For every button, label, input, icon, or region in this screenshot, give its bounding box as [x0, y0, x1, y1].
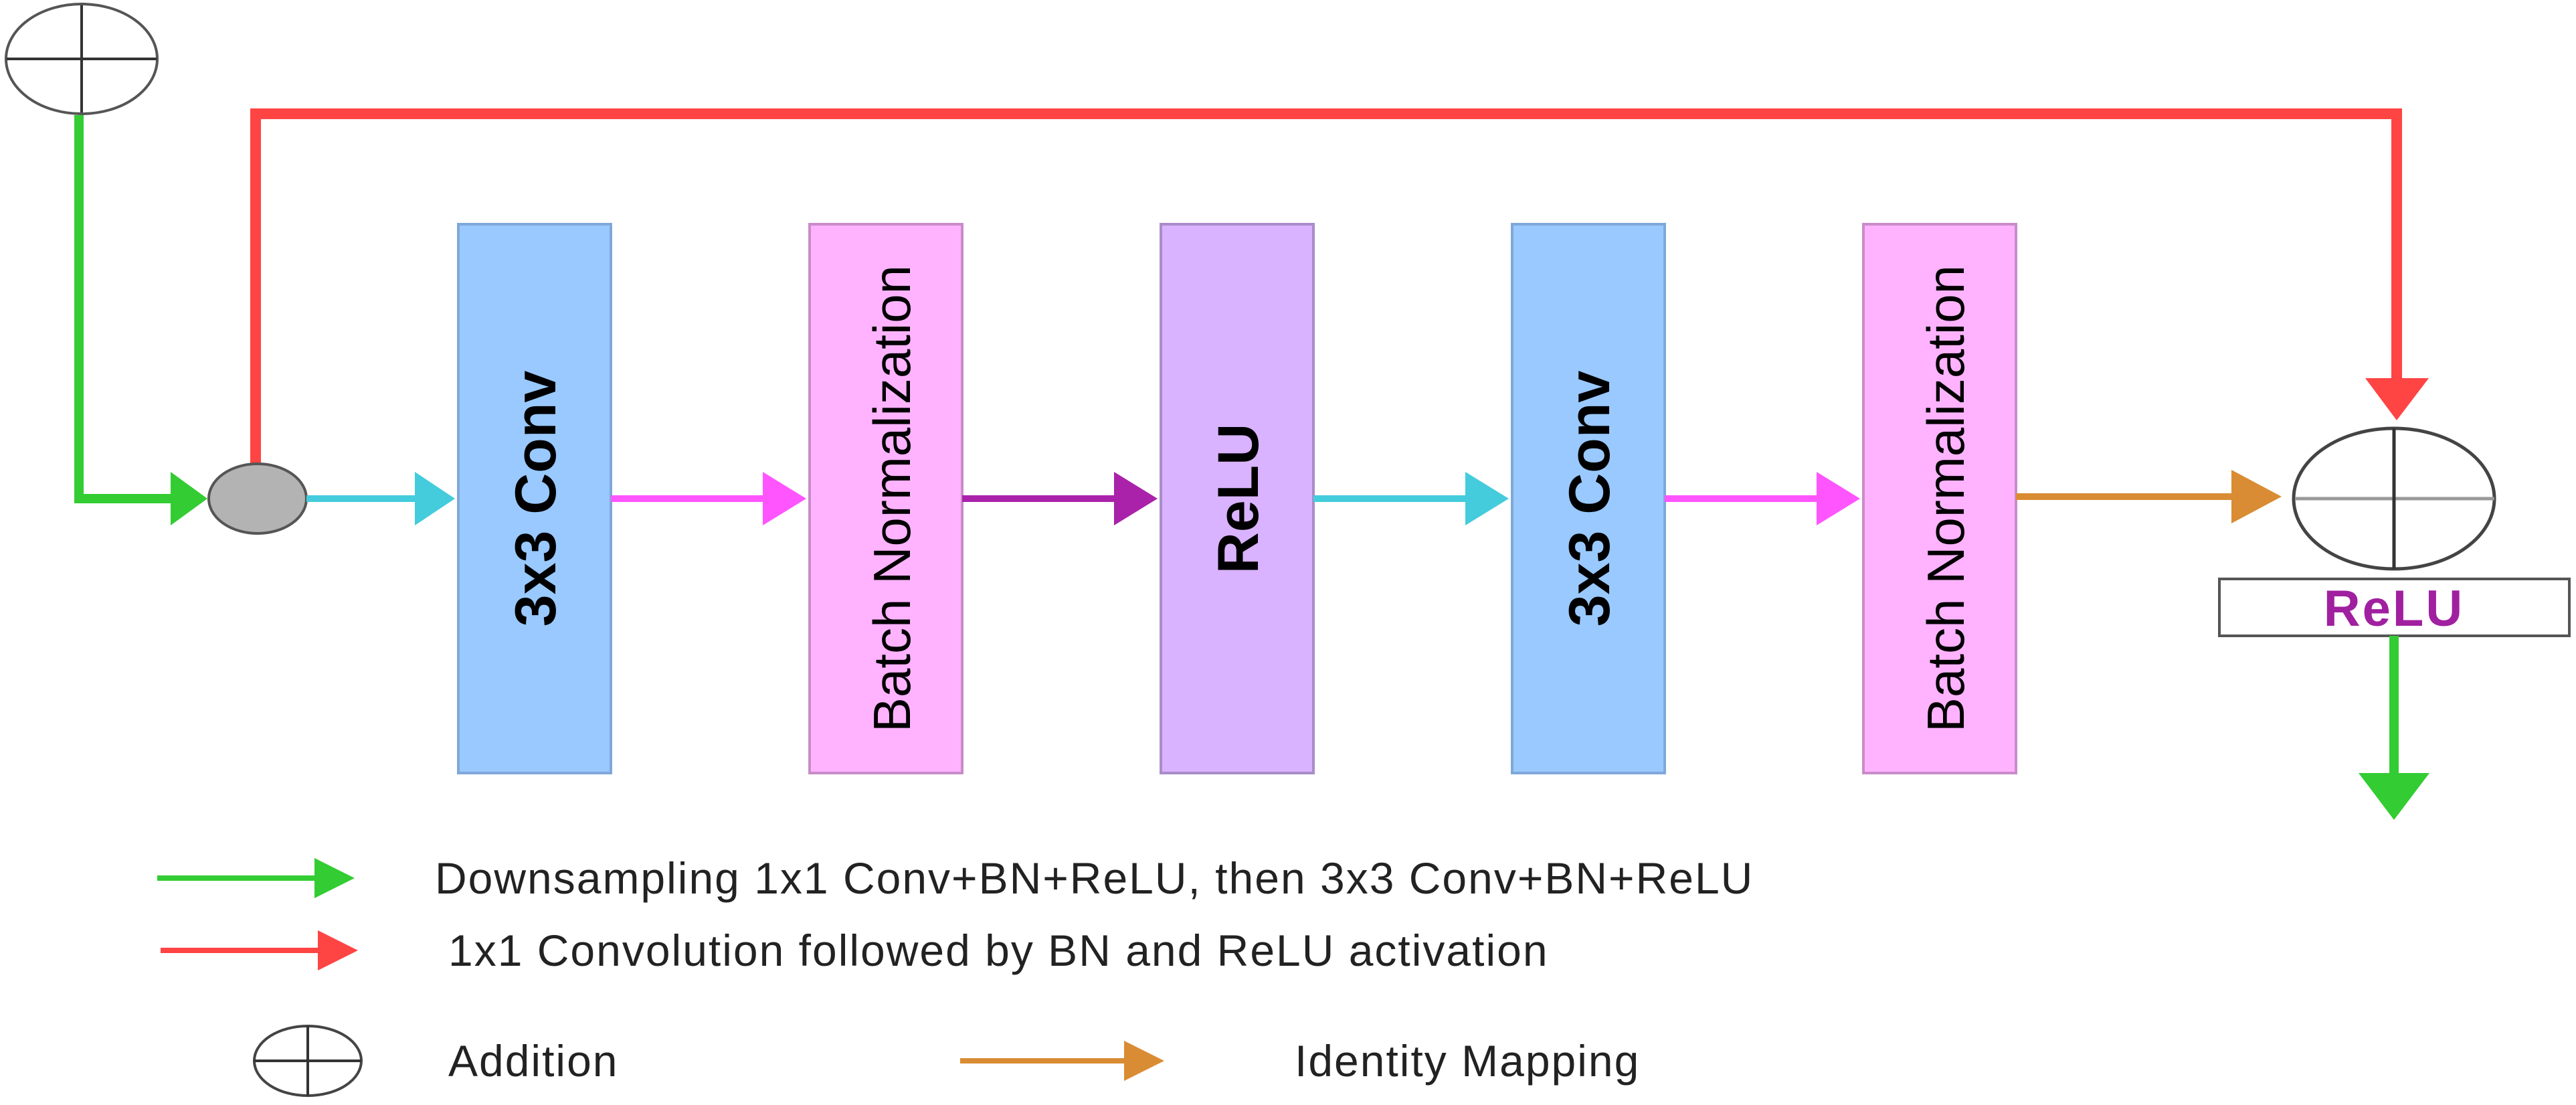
block-label: 3x3 Conv — [504, 371, 568, 627]
block-label: Batch Normalization — [1916, 265, 1975, 732]
cyan-arrow-2 — [1313, 472, 1509, 525]
output-relu-label: ReLU — [2324, 580, 2464, 637]
input-addition-node — [5, 3, 159, 115]
sum-addition-node — [2292, 426, 2496, 571]
orange-arrow — [2016, 470, 2282, 523]
block-label: Batch Normalization — [862, 265, 921, 732]
output-relu-box: ReLU — [2218, 578, 2571, 637]
block-label: 3x3 Conv — [1558, 371, 1622, 627]
gray-circle-icon — [207, 462, 308, 535]
legend-addition-symbol — [253, 1025, 363, 1097]
magenta-arrow-2 — [1665, 472, 1860, 525]
legend-green-label: Downsampling 1x1 Conv+BN+ReLU, then 3x3 … — [435, 853, 1754, 903]
legend-addition-label: Addition — [448, 1036, 619, 1086]
block-bn-2: Batch Normalization — [1862, 223, 2017, 774]
legend-red-arrow — [161, 930, 358, 970]
legend: Downsampling 1x1 Conv+BN+ReLU, then 3x3 … — [157, 853, 1754, 1097]
block-bn-1: Batch Normalization — [808, 223, 963, 774]
block-label: ReLU — [1206, 424, 1271, 574]
legend-orange-arrow — [960, 1041, 1164, 1081]
green-input-arrow — [74, 115, 207, 525]
magenta-arrow-1 — [611, 472, 806, 525]
green-output-arrow — [2359, 636, 2429, 820]
legend-identity-label: Identity Mapping — [1295, 1036, 1640, 1086]
cyan-arrow-1 — [306, 472, 455, 525]
block-conv-1: 3x3 Conv — [457, 223, 612, 774]
purple-arrow — [962, 472, 1158, 525]
red-skip-arrow — [250, 108, 2429, 469]
legend-green-arrow — [157, 858, 355, 898]
legend-red-label: 1x1 Convolution followed by BN and ReLU … — [448, 926, 1549, 975]
block-conv-2: 3x3 Conv — [1511, 223, 1666, 774]
block-relu: ReLU — [1160, 223, 1315, 774]
